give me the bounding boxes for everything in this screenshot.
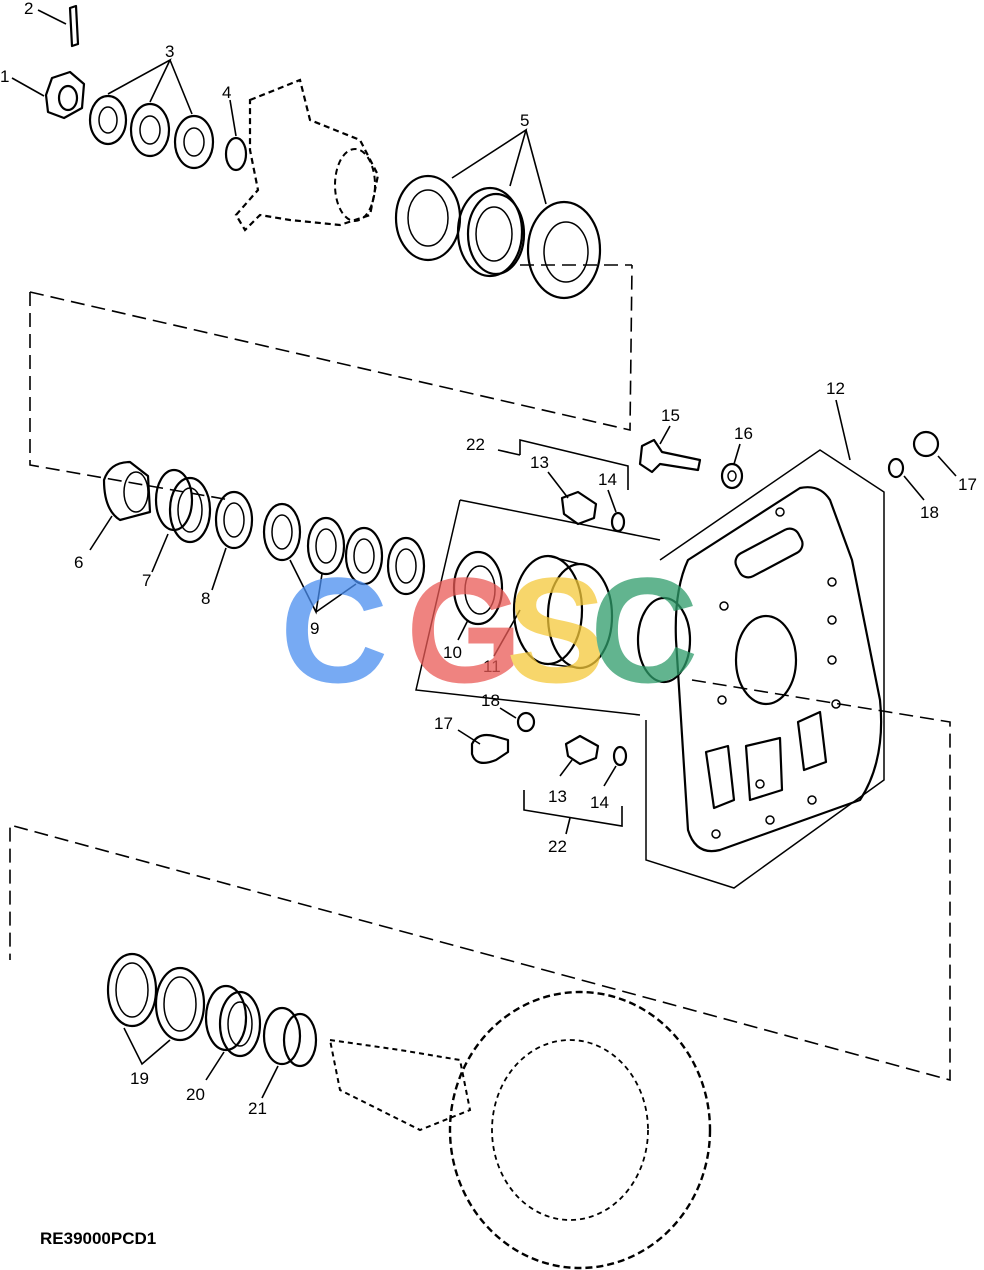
callout-8: 8 <box>201 589 210 608</box>
callout-21: 21 <box>248 1099 267 1118</box>
callout-22-upper: 22 <box>466 435 485 454</box>
watermark-letter-2: G <box>406 546 523 714</box>
callout-22-lower: 22 <box>548 837 567 856</box>
callout-16: 16 <box>734 424 753 443</box>
callout-14-upper: 14 <box>598 470 617 489</box>
callout-14-lower: 14 <box>590 793 609 812</box>
callout-18-right: 18 <box>920 503 939 522</box>
part-washers-3 <box>88 94 215 170</box>
callout-17-right: 17 <box>958 475 977 494</box>
part-sleeve-11 <box>512 554 614 670</box>
part-yoke <box>234 78 380 232</box>
cgsc-watermark: C G S C <box>280 546 698 714</box>
watermark-letter-1: C <box>280 546 388 714</box>
part-housing-12 <box>636 449 885 889</box>
part-bolt-15-washer-16 <box>638 438 744 490</box>
watermark-letter-3: S <box>506 546 606 714</box>
part-plugs-17-18 <box>470 430 940 765</box>
part-castle-nut <box>44 70 86 120</box>
diagram-code: RE39000PCD1 <box>40 1229 156 1248</box>
callout-10: 10 <box>443 643 462 662</box>
callout-2: 2 <box>24 0 33 18</box>
callout-1: 1 <box>0 67 9 86</box>
part-cup-10 <box>452 550 504 626</box>
callout-4: 4 <box>222 83 231 102</box>
callout-7: 7 <box>142 571 151 590</box>
callout-13-upper: 13 <box>530 453 549 472</box>
part-cone-bearing-6 <box>102 460 152 522</box>
callout-19: 19 <box>130 1069 149 1088</box>
part-shims-19 <box>106 952 206 1042</box>
callout-leaders <box>11 9 957 1099</box>
part-ring-gear-pinion <box>328 990 712 1270</box>
callout-20: 20 <box>186 1085 205 1104</box>
part-cone-bearing-21 <box>262 1006 318 1068</box>
part-cup-20 <box>204 984 262 1058</box>
callout-12: 12 <box>826 379 845 398</box>
callout-18-lower: 18 <box>481 691 500 710</box>
callout-9: 9 <box>310 619 319 638</box>
callout-11: 11 <box>483 657 501 676</box>
part-cotter-pin <box>68 4 80 48</box>
callout-15: 15 <box>661 406 680 425</box>
part-shim-8 <box>214 490 254 550</box>
part-seals-5 <box>394 174 602 300</box>
callout-5: 5 <box>520 111 529 130</box>
part-cup-7 <box>154 468 212 544</box>
callout-3: 3 <box>165 42 174 61</box>
callout-17-lower: 17 <box>434 714 453 733</box>
watermark-letter-4: C <box>590 546 698 714</box>
callout-13-lower: 13 <box>548 787 567 806</box>
part-shims-9 <box>262 502 426 596</box>
part-o-ring-4 <box>224 136 248 172</box>
callout-labels: 1 2 3 4 5 6 7 8 9 10 11 12 13 14 15 16 1… <box>0 0 977 1118</box>
callout-6: 6 <box>74 553 83 572</box>
